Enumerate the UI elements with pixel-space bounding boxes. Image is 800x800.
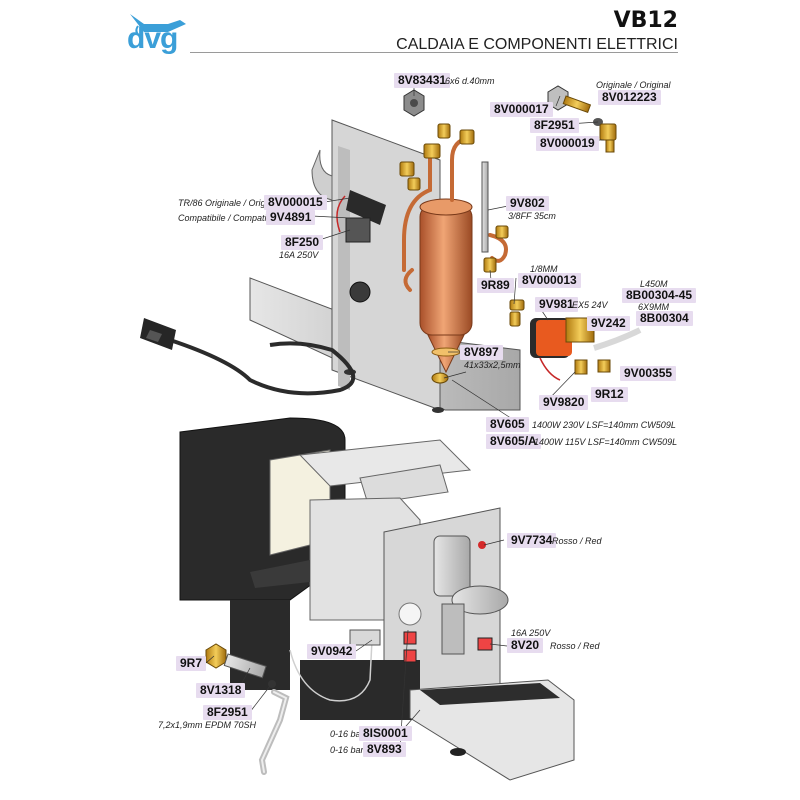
part-8V1318[interactable]: 8V1318	[196, 683, 246, 698]
brand-name: dvg	[127, 22, 178, 55]
part-8V000015[interactable]: 8V000015	[264, 195, 327, 210]
note-8V83431: 6x6 d.40mm	[445, 76, 495, 86]
part-8V000013[interactable]: 8V000013	[518, 273, 581, 288]
part-8V897[interactable]: 8V897	[460, 345, 503, 360]
note-8IS0001: 0-16 bar	[330, 729, 364, 739]
part-8V83431[interactable]: 8V83431	[394, 73, 451, 88]
part-8F2951-top[interactable]: 8F2951	[530, 118, 579, 133]
note-8V605: 1400W 230V LSF=140mm CW509L	[532, 420, 676, 430]
part-8V000019[interactable]: 8V000019	[536, 136, 599, 151]
note-8V897: 41x33x2,5mm	[464, 360, 521, 370]
part-9V0942[interactable]: 9V0942	[307, 644, 357, 659]
valve-8V012223	[547, 85, 617, 153]
note-8B00304: 6X9MM	[638, 302, 670, 312]
part-9V802[interactable]: 9V802	[506, 196, 549, 211]
note-8V000013: 1/8MM	[530, 264, 558, 274]
part-8V605A[interactable]: 8V605/A	[486, 434, 541, 449]
part-8V012223[interactable]: 8V012223	[598, 90, 661, 105]
lower-machine	[179, 417, 575, 781]
part-9V242[interactable]: 9V242	[587, 316, 630, 331]
header-divider	[190, 52, 678, 53]
nut-8V83431	[403, 89, 425, 117]
note-8F250: 16A 250V	[279, 250, 319, 260]
steam-wand	[205, 643, 290, 775]
part-8V000017[interactable]: 8V000017	[490, 102, 553, 117]
part-9V4891[interactable]: 9V4891	[266, 210, 316, 225]
part-8B00304[interactable]: 8B00304	[636, 311, 693, 326]
part-9V981[interactable]: 9V981	[535, 297, 578, 312]
model-title: VB12	[613, 8, 678, 33]
note-9V802: 3/8FF 35cm	[508, 211, 556, 221]
page-title: CALDAIA E COMPONENTI ELETTRICI	[396, 36, 678, 53]
power-cord	[140, 318, 356, 396]
part-9R12[interactable]: 9R12	[591, 387, 628, 402]
part-8V605[interactable]: 8V605	[486, 417, 529, 432]
note-8V893: 0-16 bar	[330, 745, 364, 755]
note-8B00304-45: L450M	[640, 279, 668, 289]
note-8V000015: TR/86 Originale / Original	[178, 198, 280, 208]
note-8V605A: 1400W 115V LSF=140mm CW509L	[534, 437, 678, 447]
upper-frame	[249, 119, 521, 413]
part-8V20[interactable]: 8V20	[507, 638, 544, 653]
part-8F2951-bottom[interactable]: 8F2951	[203, 705, 252, 720]
part-8V893[interactable]: 8V893	[363, 742, 406, 757]
note-8V012223: Originale / Original	[596, 80, 671, 90]
part-8IS0001[interactable]: 8IS0001	[359, 726, 412, 741]
part-9V7734[interactable]: 9V7734	[507, 533, 557, 548]
pressurestat	[336, 190, 386, 303]
coffee-cup-icon	[130, 14, 186, 37]
note-8F2951-bottom: 7,2x1,9mm EPDM 70SH	[158, 720, 257, 730]
note-9V4891: Compatibile / Compatible	[178, 213, 279, 223]
note-8V20-color: Rosso / Red	[550, 641, 600, 651]
part-8B00304-45[interactable]: 8B00304-45	[622, 288, 697, 303]
part-9R89[interactable]: 9R89	[477, 278, 514, 293]
brass-fittings	[399, 123, 525, 327]
boiler	[419, 198, 473, 384]
note-9V7734: Rosso / Red	[552, 536, 602, 546]
solenoid-valve	[530, 317, 642, 381]
note-9V981: EX5 24V	[572, 300, 608, 310]
part-9V00355[interactable]: 9V00355	[620, 366, 677, 381]
note-8V20-rating: 16A 250V	[511, 628, 551, 638]
part-9R7[interactable]: 9R7	[176, 656, 207, 671]
part-9V9820[interactable]: 9V9820	[539, 395, 589, 410]
part-8F250[interactable]: 8F250	[281, 235, 324, 250]
level-probe	[481, 161, 489, 253]
